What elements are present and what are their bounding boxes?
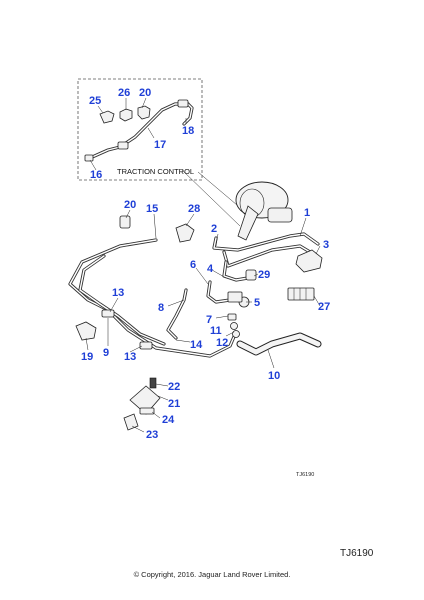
inset-clip-25 — [99, 110, 115, 124]
callout-1: 1 — [304, 207, 310, 219]
main-pipe-runs — [68, 232, 320, 358]
callouts: 25 26 20 18 17 16 1 2 3 15 20 28 6 4 29 … — [81, 87, 330, 441]
callout-20: 20 — [124, 199, 136, 211]
part-19-clip — [75, 321, 97, 341]
callout-23: 23 — [146, 429, 158, 441]
part-5-block — [227, 291, 243, 303]
part-28-clip — [175, 223, 195, 243]
inset-fitting-18 — [177, 99, 189, 108]
callout-21: 21 — [168, 398, 180, 410]
callout-2: 2 — [211, 223, 217, 235]
callout-27: 27 — [318, 301, 330, 313]
callout-22: 22 — [168, 381, 180, 393]
callout-24: 24 — [162, 414, 175, 426]
callout-14: 14 — [190, 339, 203, 351]
part-27-block — [287, 287, 315, 301]
part-20-clip — [119, 215, 131, 229]
part-3-mount — [295, 249, 323, 273]
callout-8: 8 — [158, 302, 164, 314]
callout-13-lower: 13 — [124, 351, 136, 363]
callout-11: 11 — [210, 325, 222, 337]
part-7-nut — [227, 313, 237, 321]
master-cylinder — [237, 205, 259, 241]
callout-15: 15 — [146, 203, 158, 215]
callout-17: 17 — [154, 139, 166, 151]
part-12-fitting — [232, 330, 240, 338]
inset-fitting-16 — [84, 154, 94, 162]
callout-3: 3 — [323, 239, 329, 251]
callout-13-upper: 13 — [112, 287, 124, 299]
part-23-sleeve — [123, 413, 139, 431]
callout-9: 9 — [103, 347, 109, 359]
copyright-notice: © Copyright, 2016. Jaguar Land Rover Lim… — [133, 570, 291, 579]
callout-20-inset: 20 — [139, 87, 151, 99]
inset-clip-26 — [119, 108, 133, 122]
part-11-fitting — [230, 322, 238, 330]
callout-29: 29 — [258, 269, 270, 281]
callout-10: 10 — [268, 370, 280, 382]
part-24-washer — [139, 407, 155, 415]
inset-clip-20 — [137, 105, 151, 120]
inset-label: TRACTION CONTROL — [117, 167, 194, 176]
callout-18: 18 — [182, 125, 194, 137]
leader-lines — [85, 209, 321, 433]
callout-7: 7 — [206, 314, 212, 326]
callout-5: 5 — [254, 297, 260, 309]
callout-19: 19 — [81, 351, 93, 363]
callout-6: 6 — [190, 259, 196, 271]
inset-fitting-17 — [117, 141, 129, 150]
inset-dashed-frame — [77, 78, 203, 181]
callout-25: 25 — [89, 95, 101, 107]
brake-booster — [235, 181, 293, 241]
callout-16: 16 — [90, 169, 102, 181]
callout-28: 28 — [188, 203, 200, 215]
parts — [75, 215, 323, 431]
callout-4: 4 — [207, 263, 214, 275]
part-13-connector-a — [101, 309, 115, 318]
part-22-bolt — [149, 377, 157, 389]
reservoir — [267, 207, 293, 223]
callout-12: 12 — [216, 337, 228, 349]
part-13-connector-b — [139, 341, 153, 350]
footer-code: TJ6190 — [340, 548, 374, 559]
part-29-union — [245, 269, 257, 281]
traction-control-inset: TRACTION CONTROL — [77, 78, 203, 181]
diagram-small-code: TJ6190 — [296, 472, 314, 478]
callout-26: 26 — [118, 87, 130, 99]
